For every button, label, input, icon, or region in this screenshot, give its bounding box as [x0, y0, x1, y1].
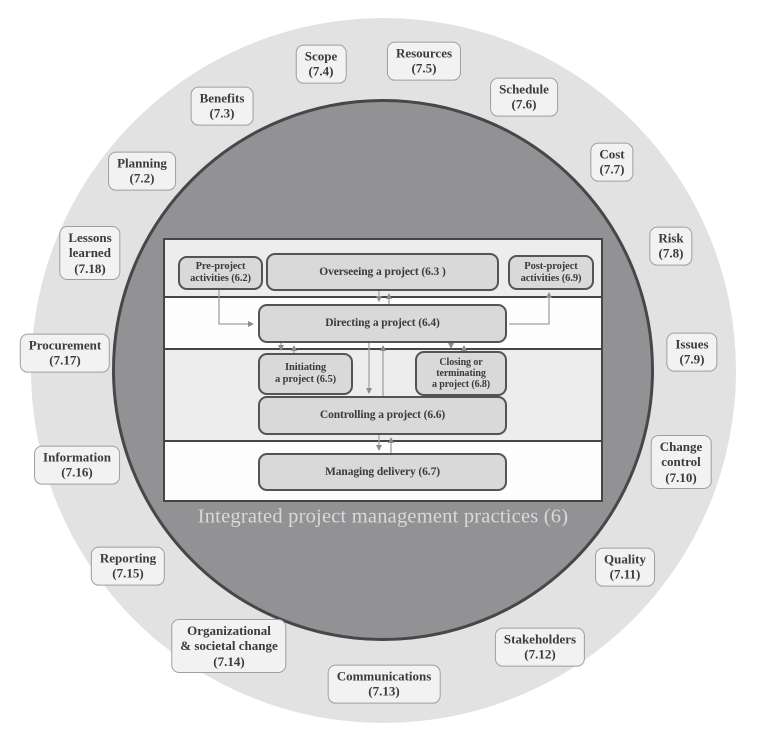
flow-box-pre-project-activities: Pre-project activities (6.2)	[178, 256, 263, 290]
flow-box-directing-a-project: Directing a project (6.4)	[258, 304, 507, 343]
flow-box-managing-delivery: Managing delivery (6.7)	[258, 453, 507, 491]
ring-label-resources: Resources (7.5)	[386, 41, 462, 81]
flow-box-overseeing-a-project: Overseeing a project (6.3 )	[266, 253, 499, 291]
ring-label-planning: Planning (7.2)	[108, 151, 176, 191]
ring-label-change-control: Change control (7.10)	[650, 435, 712, 489]
integrated-practices-diagram: Pre-project activities (6.2) Overseeing …	[163, 238, 603, 502]
ring-label-procurement: Procurement (7.17)	[19, 333, 111, 373]
ring-label-reporting: Reporting (7.15)	[90, 546, 166, 586]
ring-label-lessons-learned: Lessons learned (7.18)	[59, 226, 121, 280]
ring-label-benefits: Benefits (7.3)	[190, 86, 254, 126]
flow-box-initiating-a-project: Initiating a project (6.5)	[258, 353, 353, 395]
diagram-caption: Integrated project management practices …	[197, 505, 569, 528]
ring-label-quality: Quality (7.11)	[595, 547, 655, 587]
ring-label-risk: Risk (7.8)	[649, 226, 693, 266]
flow-box-post-project-activities: Post-project activities (6.9)	[508, 255, 594, 290]
ring-label-cost: Cost (7.7)	[590, 142, 634, 182]
ring-label-org-societal-change: Organizational & societal change (7.14)	[171, 619, 287, 673]
ring-label-stakeholders: Stakeholders (7.12)	[494, 627, 586, 667]
flow-box-closing-terminating: Closing or terminating a project (6.8)	[415, 351, 507, 396]
ring-label-information: Information (7.16)	[34, 445, 120, 485]
flow-box-controlling-a-project: Controlling a project (6.6)	[258, 396, 507, 435]
ring-label-scope: Scope (7.4)	[295, 44, 347, 84]
ring-label-issues: Issues (7.9)	[666, 332, 718, 372]
ring-label-communications: Communications (7.13)	[327, 664, 441, 704]
ring-label-schedule: Schedule (7.6)	[490, 77, 558, 117]
